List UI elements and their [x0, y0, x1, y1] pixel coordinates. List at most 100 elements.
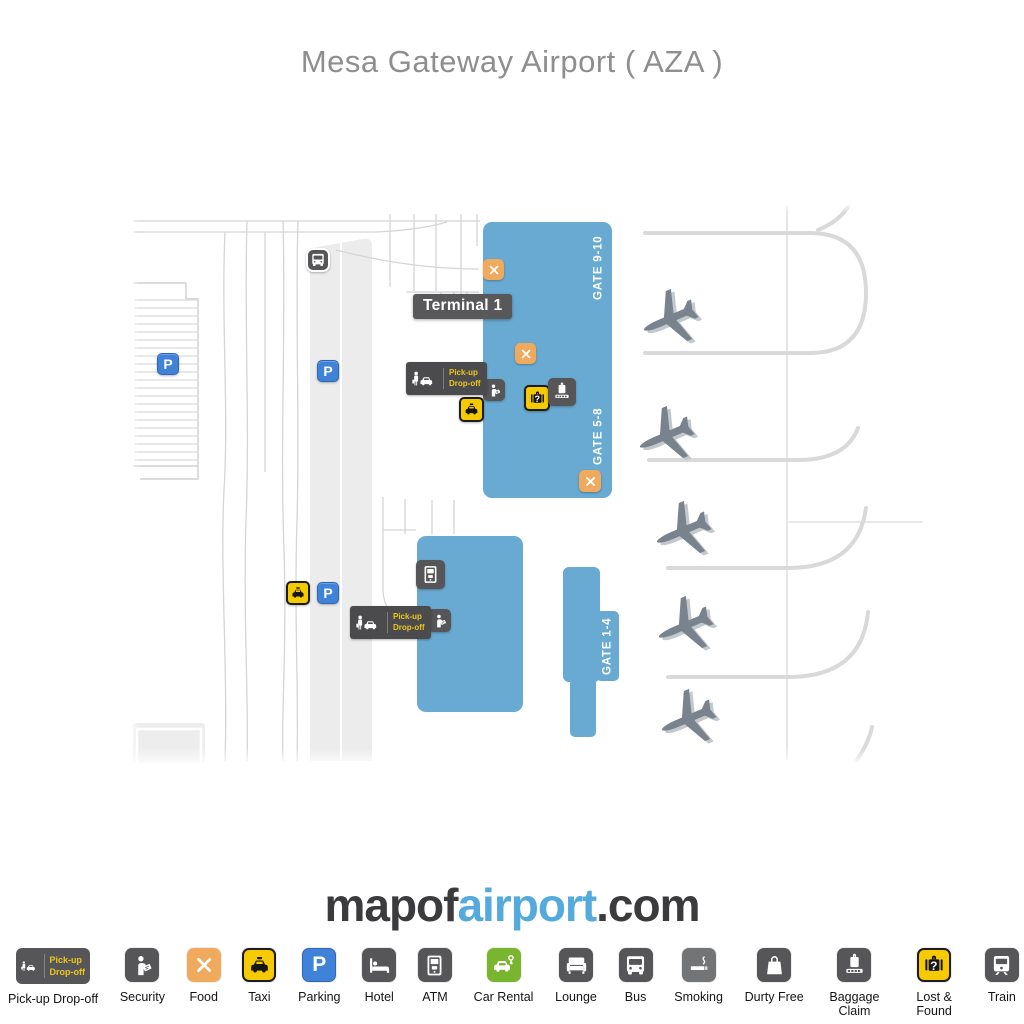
legend-label: Bus	[624, 990, 647, 1004]
road-network	[133, 214, 480, 762]
page-title: Mesa Gateway Airport ( AZA )	[300, 44, 724, 79]
gate-1-4-label: GATE 1-4	[601, 617, 614, 675]
pickup-dropoff-icon	[412, 369, 439, 388]
legend-label: Taxi	[248, 990, 271, 1004]
bus-icon	[622, 952, 649, 979]
dropoff-label: Drop-off	[449, 378, 481, 388]
legend-item-lounge: Lounge	[555, 948, 597, 1004]
parking-lot	[133, 282, 199, 480]
parking-icon: P	[323, 585, 333, 601]
legend-label: Pick-up Drop-off	[8, 992, 99, 1006]
lost-found-icon	[527, 388, 548, 409]
atm-icon	[419, 563, 442, 586]
atm-marker	[416, 560, 445, 589]
taxi-icon	[462, 400, 481, 419]
atm-icon	[421, 952, 448, 979]
legend-item-taxi: Taxi	[242, 948, 277, 1004]
legend-item-car-rental: Car Rental	[473, 948, 534, 1004]
legend-item-food: Food	[186, 948, 221, 1004]
parking-marker: P	[317, 360, 339, 382]
logo-highlight: airport	[457, 879, 597, 931]
dropoff-label: Drop-off	[49, 967, 86, 977]
duty-free-icon	[761, 952, 788, 979]
legend-label: Lost & Found	[916, 990, 952, 1019]
legend-label: Train	[987, 990, 1016, 1004]
gate-1-4-building	[563, 567, 619, 737]
pickup-label: Pick-up	[393, 611, 422, 621]
legend-label: Lounge	[555, 990, 597, 1004]
taxi-marker	[459, 397, 484, 422]
legend-label: Food	[189, 990, 218, 1004]
legend-label: Durty Free	[744, 990, 804, 1004]
security-icon	[129, 952, 156, 979]
terminal-1-label: Terminal 1	[413, 294, 513, 319]
pickup-dropoff-marker: Pick-up Drop-off	[406, 362, 487, 395]
security-marker	[483, 379, 505, 401]
pickup-dropoff-legend-badge: Pick-up Drop-off	[16, 948, 91, 984]
pickup-dropoff-icon	[21, 955, 40, 977]
legend-label: Security	[119, 990, 165, 1004]
security-marker	[428, 609, 451, 632]
train-icon	[988, 952, 1015, 979]
gate-5-8-label: GATE 5-8	[592, 407, 605, 465]
legend-item-security: Security	[120, 948, 165, 1004]
parking-icon: P	[323, 363, 333, 379]
legend-label: Car Rental	[473, 990, 534, 1004]
legend-label: Hotel	[364, 990, 394, 1004]
pickup-dropoff-marker: Pick-up Drop-off	[350, 606, 431, 639]
legend-item-baggage-claim: Baggage Claim	[825, 948, 883, 1019]
lost-found-marker: ?	[524, 385, 550, 411]
legend-item-lost-found: ? Lost & Found	[905, 948, 963, 1019]
parking-icon: P	[163, 356, 173, 372]
legend-item-parking: P Parking	[298, 948, 341, 1004]
legend-item-hotel: Hotel	[362, 948, 397, 1004]
food-icon	[486, 262, 502, 278]
dropoff-label: Drop-off	[393, 622, 425, 632]
taxi-marker	[286, 581, 310, 605]
legend-item-pickup-dropoff: Pick-up Drop-off Pick-up Drop-off	[8, 948, 98, 1006]
legend-item-smoking: Smoking	[674, 948, 723, 1004]
pickup-label: Pick-up	[49, 954, 83, 965]
legend-item-duty-free: Durty Free	[745, 948, 804, 1004]
parking-marker: P	[317, 582, 339, 604]
bus-stop-marker	[306, 248, 330, 272]
taxiways	[643, 203, 923, 762]
site-logo[interactable]: mapofairport.com	[0, 878, 1024, 932]
hotel-icon	[366, 952, 393, 979]
logo-prefix: mapof	[324, 879, 458, 931]
taxi-icon	[246, 952, 273, 979]
terminal-1-building	[483, 222, 612, 498]
food-marker	[483, 259, 504, 280]
legend-label: Baggage Claim	[829, 990, 880, 1019]
security-icon	[431, 612, 449, 630]
bus-icon	[309, 251, 327, 269]
food-marker	[579, 470, 601, 492]
legend-label: Parking	[298, 990, 341, 1004]
food-marker	[515, 343, 536, 364]
legend-item-bus: Bus	[618, 948, 653, 1004]
pickup-label: Pick-up	[449, 367, 478, 377]
smoking-icon	[686, 952, 712, 978]
gate-9-10-label: GATE 9-10	[592, 235, 605, 301]
baggage-claim-marker	[548, 378, 576, 406]
food-icon	[518, 346, 534, 362]
car-rental-icon	[490, 952, 517, 979]
legend-bar: Pick-up Drop-off Pick-up Drop-off Securi…	[8, 948, 1019, 1019]
parking-icon: P	[312, 953, 327, 976]
legend-label: ATM	[422, 990, 448, 1004]
security-icon	[486, 382, 503, 399]
lost-found-icon	[920, 951, 948, 979]
terminal-buildings	[417, 222, 619, 737]
lounge-icon	[563, 952, 590, 979]
baggage-claim-icon	[841, 952, 868, 979]
pickup-dropoff-icon	[356, 613, 383, 632]
legend-label: Smoking	[674, 990, 723, 1004]
food-icon	[191, 952, 217, 978]
food-icon	[582, 473, 599, 490]
legend-item-atm: ATM	[417, 948, 452, 1004]
parking-marker: P	[157, 353, 179, 375]
logo-suffix: .com	[596, 879, 700, 931]
baggage-claim-icon	[551, 381, 573, 403]
taxi-icon	[289, 584, 307, 602]
